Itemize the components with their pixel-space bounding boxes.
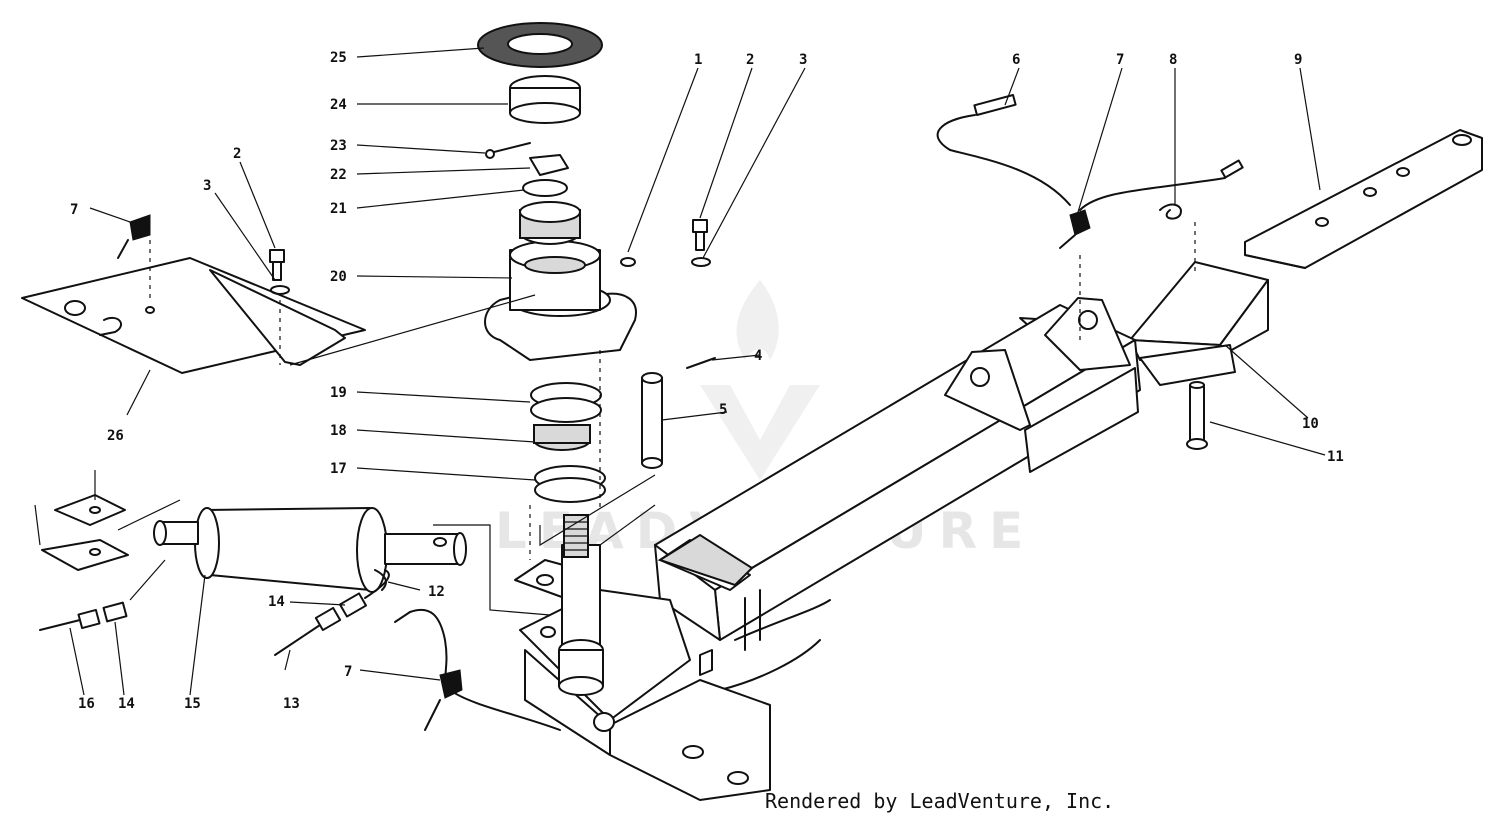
- hoses-and-fittings: [39, 569, 561, 731]
- footer-credit: Rendered by LeadVenture, Inc.: [765, 789, 1115, 813]
- callout-7: 7: [1116, 52, 1124, 68]
- part-11-pin: [1186, 381, 1208, 450]
- callout-7: 7: [70, 202, 78, 218]
- callout-8: 8: [1169, 52, 1177, 68]
- callout-3: 3: [203, 178, 211, 194]
- hub-assembly: [484, 142, 637, 361]
- callout-labels: 25 24 23 22 21 20 19 18 17 26 1 2 3 2 3 …: [70, 50, 1344, 712]
- axle-beam: [514, 261, 1269, 801]
- callout-15: 15: [184, 696, 201, 712]
- callout-19: 19: [330, 385, 347, 401]
- part-9-plate: [1244, 129, 1483, 269]
- callout-6: 6: [1012, 52, 1020, 68]
- callout-16: 16: [78, 696, 95, 712]
- part-26-bracket: [21, 257, 366, 374]
- callout-4: 4: [754, 348, 762, 364]
- watermark-logo: [700, 280, 820, 480]
- callout-3: 3: [799, 52, 807, 68]
- leader-lines: [34, 47, 1326, 696]
- callout-13: 13: [283, 696, 300, 712]
- clamp-plates: [41, 494, 129, 571]
- callout-1: 1: [694, 52, 702, 68]
- callout-7: 7: [344, 664, 352, 680]
- callout-10: 10: [1302, 416, 1319, 432]
- part-24-cap: [509, 75, 581, 124]
- callout-17: 17: [330, 461, 347, 477]
- callout-9: 9: [1294, 52, 1302, 68]
- callout-23: 23: [330, 138, 347, 154]
- callout-25: 25: [330, 50, 347, 66]
- part-15-cylinder: [153, 507, 467, 593]
- callout-2: 2: [746, 52, 754, 68]
- part-25-seal: [477, 22, 603, 68]
- callout-21: 21: [330, 201, 347, 217]
- callout-20: 20: [330, 269, 347, 285]
- callout-24: 24: [330, 97, 347, 113]
- callout-22: 22: [330, 167, 347, 183]
- hardware-1-2-3: [117, 214, 711, 295]
- spindle: [558, 514, 604, 696]
- callout-14: 14: [118, 696, 135, 712]
- callout-14: 14: [268, 594, 285, 610]
- callout-18: 18: [330, 423, 347, 439]
- part-6-8-wire-assembly: [936, 93, 1244, 249]
- callout-12: 12: [428, 584, 445, 600]
- callout-2: 2: [233, 146, 241, 162]
- callout-5: 5: [719, 402, 727, 418]
- callout-26: 26: [107, 428, 124, 444]
- callout-11: 11: [1327, 449, 1344, 465]
- part-4-5-pin: [641, 357, 716, 469]
- bearing-parts-17-19: [530, 382, 606, 503]
